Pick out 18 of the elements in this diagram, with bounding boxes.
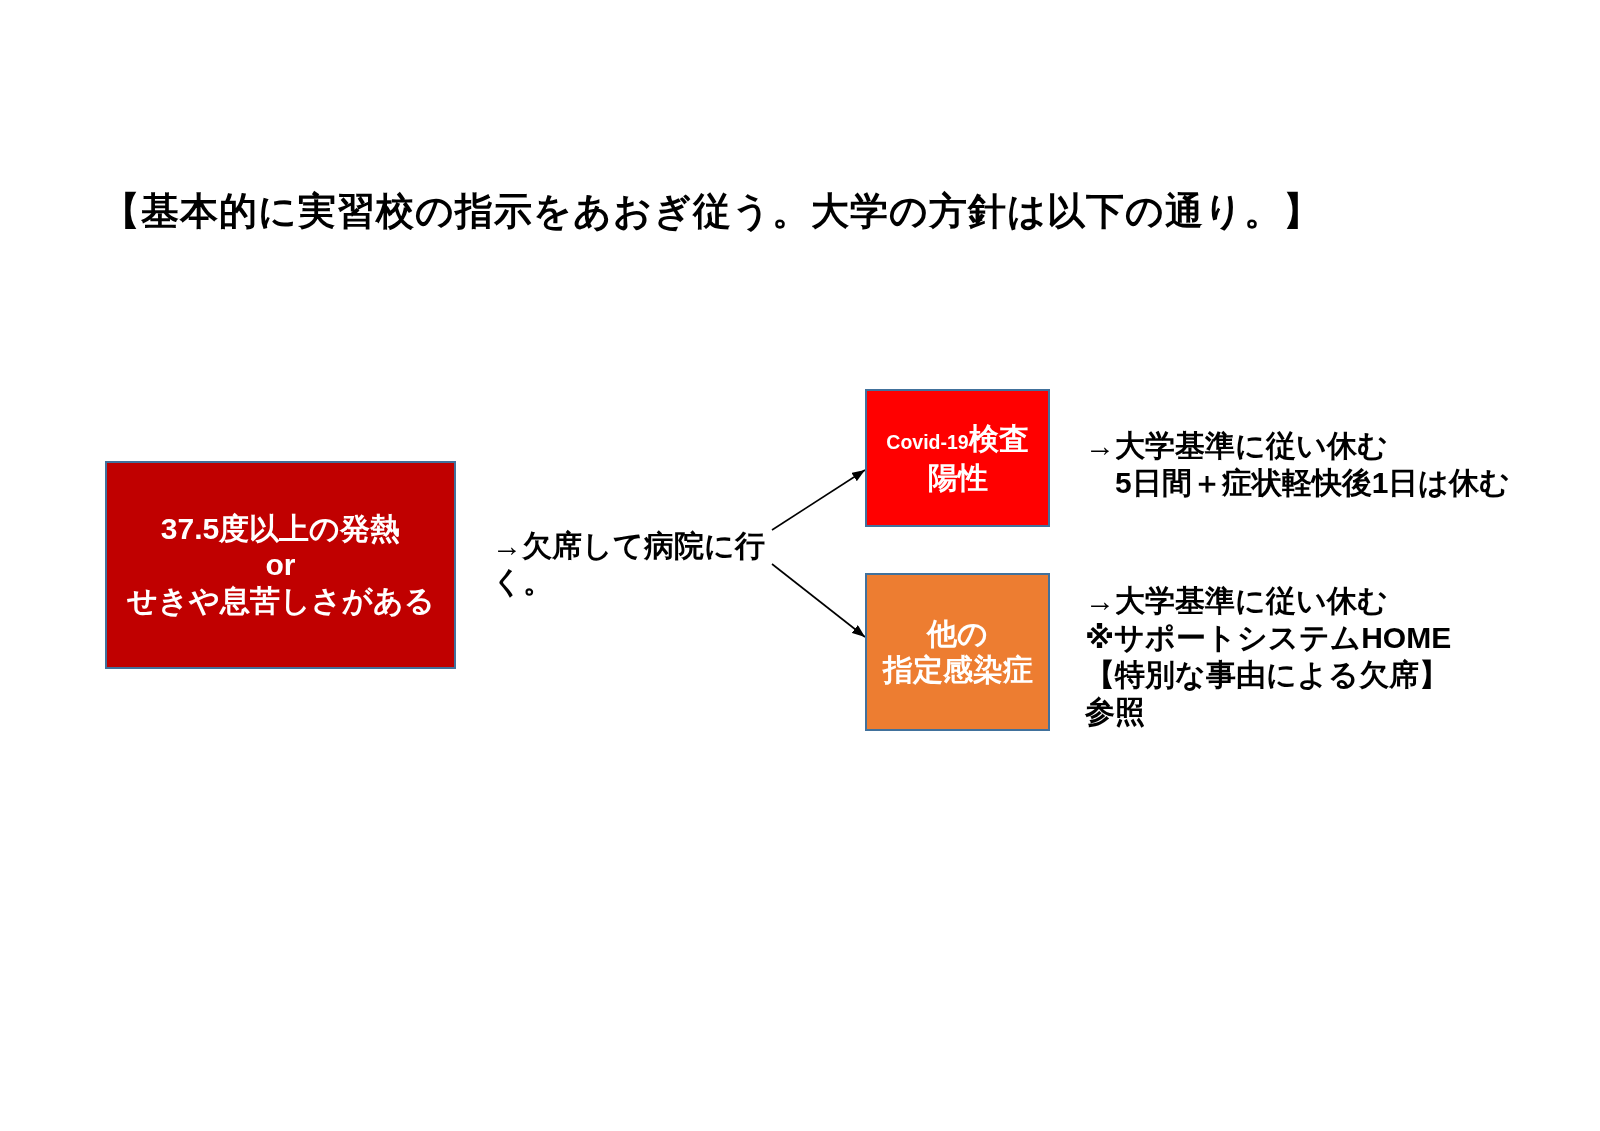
process-box xyxy=(105,461,456,669)
box-text: 陽性 xyxy=(927,459,988,496)
process-box xyxy=(865,389,1050,527)
box-text: 他の xyxy=(927,616,988,652)
arrow xyxy=(771,563,866,638)
box-text: 37.5度以上の発熱 xyxy=(160,511,401,547)
side-note: 5日間＋症状軽快後1日は休む xyxy=(1115,465,1511,501)
box-text: せきや息苦しさがある xyxy=(126,583,435,619)
box-text: Covid-19検査 xyxy=(886,420,1029,457)
side-note: →大学基準に従い休む xyxy=(1085,428,1388,464)
box-text: or xyxy=(265,547,296,583)
title: 【基本的に実習校の指示をあおぎ従う。大学の方針は以下の通り。】 xyxy=(102,189,1322,234)
side-note: →大学基準に従い休む xyxy=(1085,583,1388,619)
box-text: 指定感染症 xyxy=(882,652,1033,688)
note-text: →欠席して病院に行く。 xyxy=(492,528,772,600)
arrow xyxy=(771,469,866,531)
process-box xyxy=(865,573,1050,731)
side-note: ※サポートシステムHOME【特別な事由による欠席】参照 xyxy=(1085,620,1453,730)
